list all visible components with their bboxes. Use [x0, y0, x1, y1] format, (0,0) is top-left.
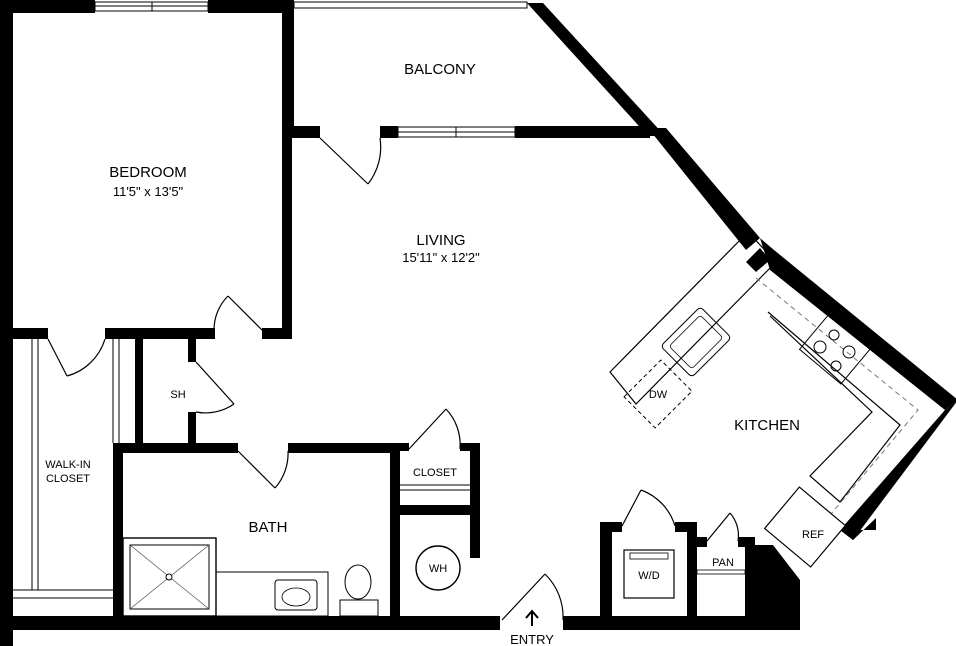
shower-label: SH: [170, 389, 185, 401]
water-heater: [415, 545, 461, 591]
bedroom-label: BEDROOM: [109, 164, 187, 181]
dishwasher-label: DW: [649, 389, 668, 401]
refrigerator: [763, 486, 847, 568]
entry-label: ENTRY: [510, 632, 554, 646]
toilet: [339, 564, 379, 617]
washer-dryer-label: W/D: [638, 570, 659, 582]
walkin-label-line1: WALK-IN: [45, 459, 90, 471]
closet-label: CLOSET: [413, 467, 457, 479]
kitchen-label: KITCHEN: [734, 417, 800, 434]
bath-fixtures: [122, 537, 461, 617]
kitchen-fixtures: [609, 231, 919, 599]
living-dimensions: 15'11" x 12'2": [402, 250, 480, 265]
walkin-label-line2: CLOSET: [46, 473, 90, 485]
interior-walls: [0, 0, 770, 628]
balcony-label: BALCONY: [404, 61, 476, 78]
bath-label: BATH: [249, 519, 288, 536]
vanity: [215, 571, 329, 617]
pantry-label: PAN: [712, 557, 734, 569]
sink: [274, 579, 318, 611]
bedroom-dimensions: 11'5" x 13'5": [113, 184, 184, 199]
living-label: LIVING: [416, 232, 465, 249]
closet-rods: [13, 339, 470, 599]
water-heater-label: WH: [429, 563, 447, 575]
washer-dryer: [623, 549, 675, 599]
doors: [47, 137, 740, 621]
arrow-up-icon: [525, 609, 539, 626]
refrigerator-label: REF: [802, 529, 824, 541]
windows: [94, 1, 528, 138]
island: [609, 231, 777, 405]
dishwasher: [623, 359, 693, 429]
kitchen-sink: [661, 307, 731, 377]
range: [798, 313, 872, 385]
